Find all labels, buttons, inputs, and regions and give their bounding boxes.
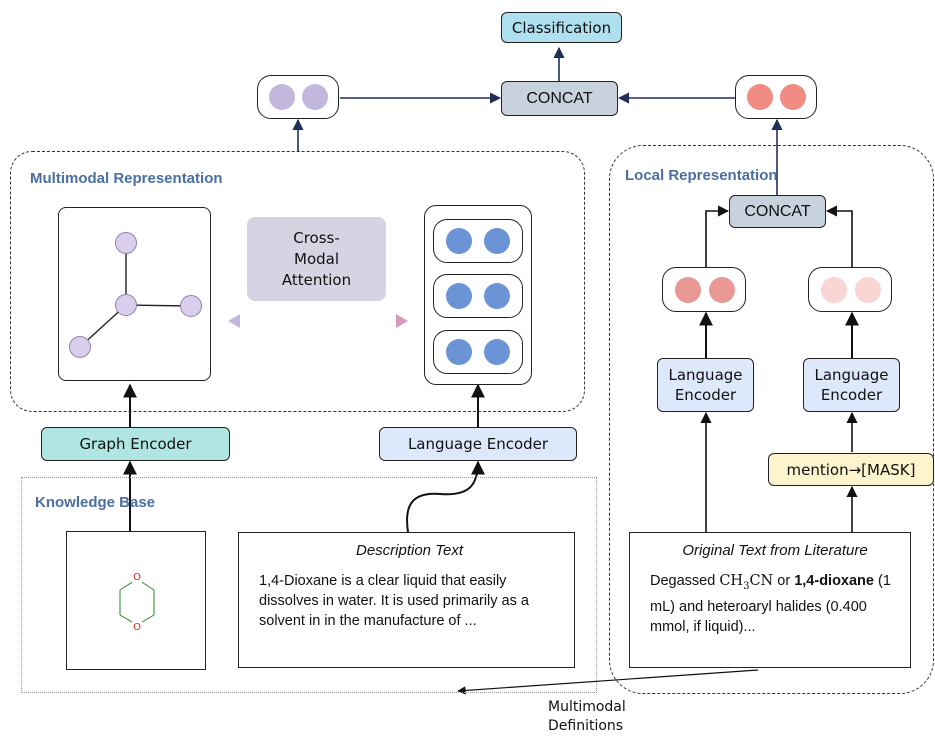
local-right-language-encoder: Language Encoder	[803, 358, 900, 412]
red-dot	[780, 84, 806, 110]
blue-dot	[446, 283, 472, 309]
classification-label: Classification	[511, 18, 612, 37]
original-text-box: Original Text from Literature Degassed C…	[629, 532, 911, 668]
multimodal-output-pill	[257, 75, 339, 119]
highlighted-mention: 1,4-dioxane	[794, 573, 874, 589]
knowledge-base-region	[21, 477, 597, 693]
oxygen-atom-label: O	[133, 572, 141, 583]
multimodal-definitions-label: Multimodal Definitions	[548, 699, 626, 734]
local-concat-box: CONCAT	[729, 195, 826, 228]
description-title: Description Text	[356, 542, 463, 559]
language-encoder-label: Language Encoder	[407, 435, 549, 453]
local-output-pill	[735, 75, 817, 119]
knowledge-base-title: Knowledge Base	[35, 494, 156, 511]
red-dot	[709, 277, 735, 303]
language-representation-box	[424, 205, 532, 385]
blue-dot	[446, 228, 472, 254]
purple-dot	[269, 84, 295, 110]
chemical-formula: CH3CN	[719, 573, 774, 592]
description-body: 1,4-Dioxane is a clear liquid that easil…	[259, 573, 529, 629]
top-concat-box: CONCAT	[501, 81, 618, 116]
graph-encoder-box: Graph Encoder	[41, 427, 230, 461]
pink-dot	[821, 277, 847, 303]
graph-representation-box	[58, 207, 211, 381]
local-representation-title: Local Representation	[625, 167, 778, 184]
local-right-pill	[808, 267, 892, 312]
arrow-description-to-encoder	[406, 460, 485, 533]
blue-dot	[484, 228, 510, 254]
red-dot	[747, 84, 773, 110]
local-left-language-encoder: Language Encoder	[657, 358, 754, 412]
token-pill	[433, 330, 523, 374]
pink-dot	[855, 277, 881, 303]
mention-mask-box: mention→[MASK]	[768, 453, 934, 486]
local-left-pill	[662, 267, 746, 312]
local-representation-region	[609, 145, 934, 694]
local-concat-label: CONCAT	[744, 202, 811, 220]
blue-dot	[446, 339, 472, 365]
graph-encoder-label: Graph Encoder	[79, 435, 192, 453]
multimodal-representation-region	[10, 151, 585, 412]
token-pill	[433, 219, 523, 263]
top-concat-label: CONCAT	[526, 89, 593, 107]
blue-dot	[484, 339, 510, 365]
description-text-box: Description Text 1,4-Dioxane is a clear …	[238, 532, 575, 668]
red-dot	[675, 277, 701, 303]
purple-dot	[302, 84, 328, 110]
mention-mask-label: mention→[MASK]	[786, 460, 916, 479]
molecule-structure-box: O O	[66, 531, 206, 670]
classification-box: Classification	[501, 12, 622, 43]
oxygen-atom-label: O	[133, 622, 141, 633]
graph-structure-icon	[69, 232, 202, 358]
token-pill	[433, 274, 523, 318]
multimodal-representation-title: Multimodal Representation	[30, 170, 223, 187]
arrow-left-pill-to-local-concat	[705, 205, 730, 268]
original-title: Original Text from Literature	[682, 542, 868, 559]
multimodal-definitions-arrow	[457, 669, 759, 695]
blue-dot	[484, 283, 510, 309]
cross-modal-attention-label: Cross-Modal Attention	[281, 228, 352, 289]
cross-modal-attention-box: Cross-Modal Attention	[247, 217, 386, 301]
arrow-right-pill-to-local-concat	[825, 205, 853, 268]
language-encoder-box: Language Encoder	[379, 427, 577, 461]
original-body: Degassed CH3CN or 1,4-dioxane (1 mL) and…	[650, 573, 891, 635]
dioxane-molecule-icon: O O	[119, 570, 155, 633]
